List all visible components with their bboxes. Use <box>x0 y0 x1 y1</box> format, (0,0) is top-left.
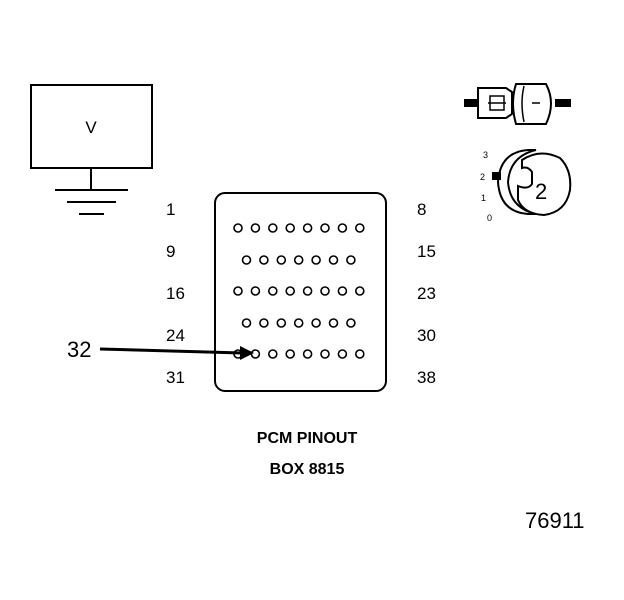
pin-hole <box>276 255 287 265</box>
plug-female-ridge <box>521 85 525 123</box>
wire-left <box>464 99 478 107</box>
knob-value: 2 <box>535 179 547 204</box>
pin-hole <box>250 223 261 233</box>
pin-hole <box>320 286 330 296</box>
knob-scale-3: 3 <box>483 150 488 160</box>
pin-hole <box>267 286 278 296</box>
pin-hole <box>320 223 330 233</box>
pin-hole <box>259 318 269 328</box>
left-label-row-1: 1 <box>166 200 175 219</box>
pin-hole <box>302 349 313 359</box>
caption-line-2: BOX 8815 <box>270 461 345 478</box>
pin-hole <box>259 255 269 265</box>
figure-id: 76911 <box>525 508 585 533</box>
wire-right <box>555 99 571 107</box>
caption-line-1: PCM PINOUT <box>257 430 358 447</box>
pointer-arrow-shaft <box>99 347 243 355</box>
pin-hole <box>250 349 261 359</box>
pin-hole <box>302 286 313 296</box>
pin-hole <box>276 318 287 328</box>
pointer-label: 32 <box>67 337 91 362</box>
right-label-row-3: 23 <box>417 284 436 303</box>
pinout-box-outline <box>214 192 387 392</box>
knob-scale-2: 2 <box>480 172 485 182</box>
pin-hole <box>328 255 339 265</box>
pin-hole <box>241 255 252 265</box>
pin-hole <box>337 349 348 359</box>
right-label-row-5: 38 <box>417 368 436 387</box>
pinout-box <box>214 192 387 392</box>
selector-knob-icon: 2 3 2 1 0 <box>480 149 572 223</box>
pin-hole <box>346 318 356 328</box>
pin-holes <box>233 223 365 359</box>
right-label-row-1: 8 <box>417 200 426 219</box>
right-pin-labels: 8 15 23 30 38 <box>417 200 436 387</box>
pin-hole <box>354 349 365 359</box>
pointer-arrowhead <box>240 346 254 360</box>
pin-hole <box>267 349 278 359</box>
pin-hole <box>328 318 339 328</box>
pin-hole <box>285 286 296 296</box>
right-label-row-2: 15 <box>417 242 436 261</box>
pin-hole <box>233 223 243 233</box>
pin-hole <box>302 223 313 233</box>
pin-hole <box>311 318 321 328</box>
pin-hole <box>285 223 296 233</box>
pin-hole <box>354 286 365 296</box>
voltmeter-label: V <box>85 118 97 137</box>
pin-hole <box>241 318 252 328</box>
pin-hole <box>354 223 365 233</box>
voltmeter-body <box>30 84 153 169</box>
pin-hole <box>250 286 261 296</box>
left-label-row-2: 9 <box>166 242 175 261</box>
left-label-row-3: 16 <box>166 284 185 303</box>
connector-plug-icon <box>464 83 571 125</box>
pin-hole <box>233 286 243 296</box>
pin-hole <box>337 223 348 233</box>
pin-hole <box>293 318 304 328</box>
right-label-row-4: 30 <box>417 326 436 345</box>
pin-hole <box>285 349 296 359</box>
knob-body <box>517 152 572 217</box>
knob-scale-0: 0 <box>487 213 492 223</box>
knob-indicator <box>492 172 501 180</box>
pin-hole <box>293 255 304 265</box>
pin-hole <box>267 223 278 233</box>
left-label-row-5: 31 <box>166 368 185 387</box>
pin-hole <box>311 255 321 265</box>
knob-scale-1: 1 <box>481 193 486 203</box>
pin-hole <box>346 255 356 265</box>
pin-hole <box>337 286 348 296</box>
left-pin-labels: 1 9 16 24 31 <box>166 200 185 387</box>
pin-hole <box>320 349 330 359</box>
pin-32-pointer: 32 <box>67 337 254 362</box>
left-label-row-4: 24 <box>166 326 185 345</box>
voltmeter: V <box>30 84 153 215</box>
plug-female-half <box>512 83 552 125</box>
